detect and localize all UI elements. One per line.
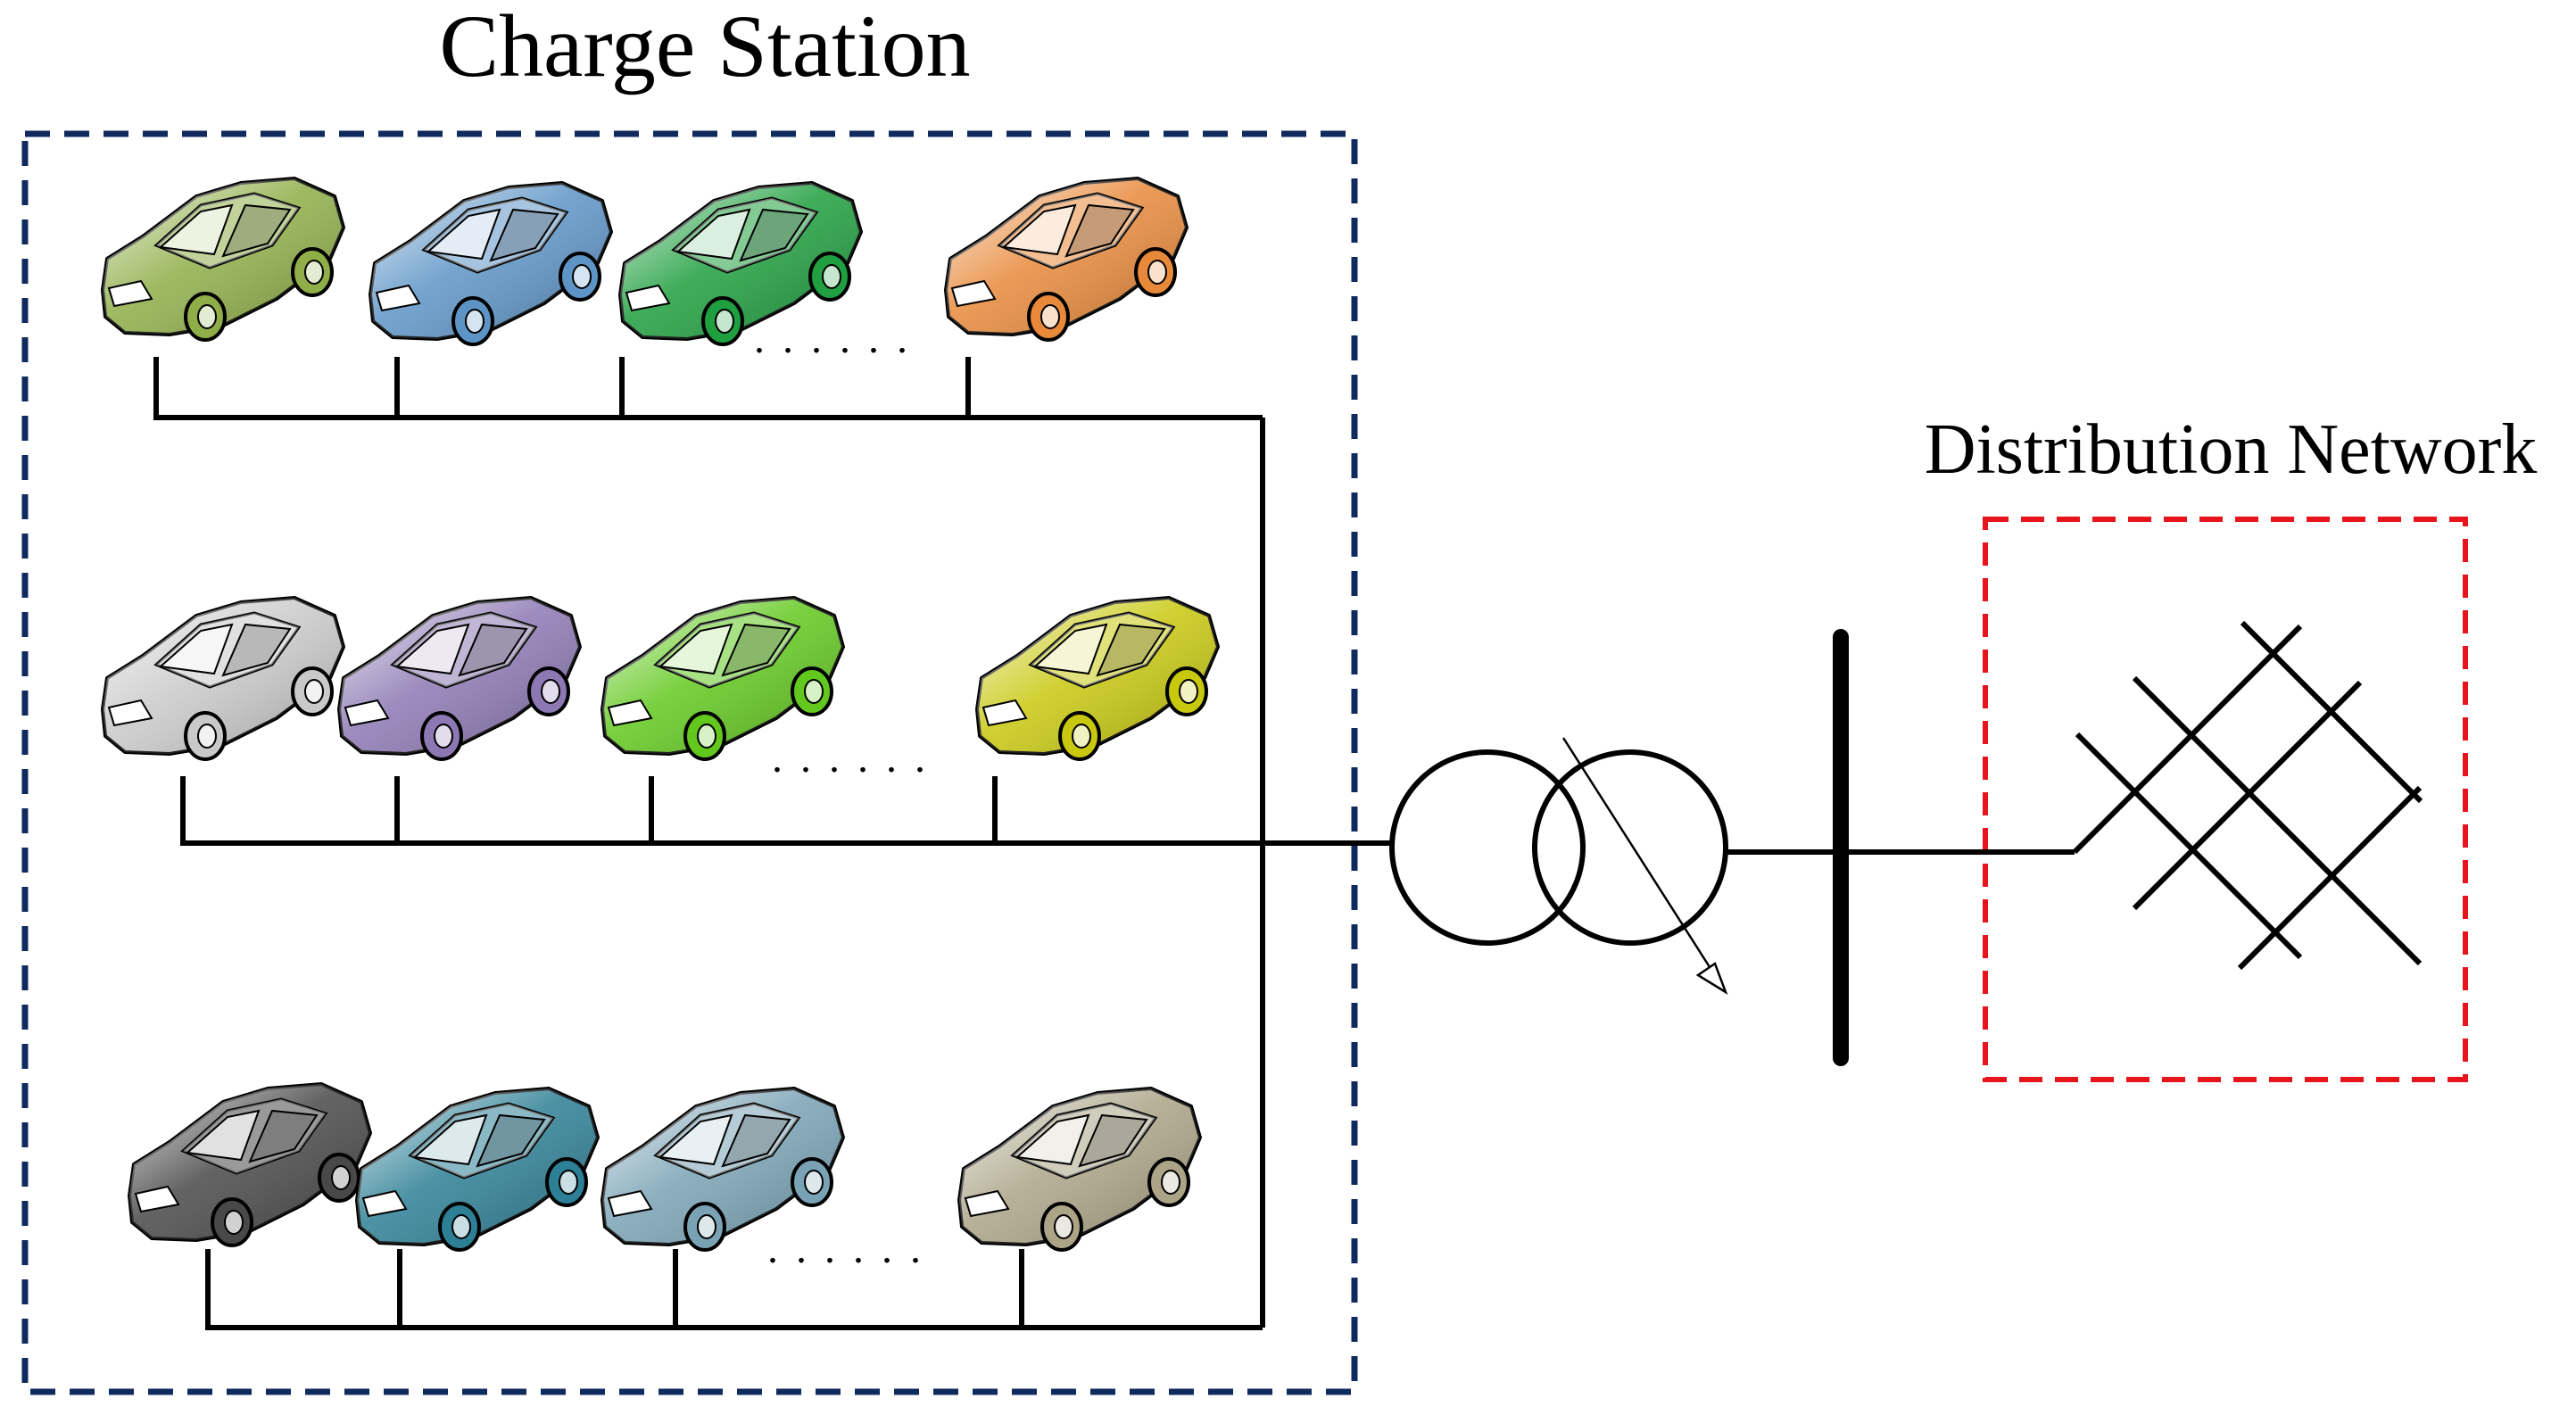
- car-window: [658, 623, 733, 675]
- car-window: [1015, 1113, 1090, 1166]
- car-headlight: [361, 1189, 408, 1218]
- car-window: [721, 623, 791, 677]
- car-window: [1001, 203, 1077, 256]
- car-row-2-2: [337, 596, 582, 761]
- row-1-ellipsis: . . . . . .: [754, 315, 911, 362]
- car-hubcap: [304, 679, 324, 704]
- row-3-ellipsis: . . . . . .: [767, 1225, 924, 1272]
- transformer-primary-winding: [1389, 749, 1586, 946]
- car-hubcap: [559, 1170, 578, 1195]
- car-hubcap: [197, 304, 217, 329]
- car-window: [1078, 1113, 1148, 1168]
- car-hubcap: [697, 1214, 716, 1239]
- tap-changer-arrowhead: [1695, 962, 1728, 995]
- car-row-1-2: [369, 181, 613, 346]
- distribution-network-title: Distribution Network: [1925, 410, 2538, 489]
- car-row-1-3: [618, 181, 863, 346]
- car-window: [458, 623, 528, 677]
- car-headlight: [950, 279, 997, 308]
- car-headlight: [107, 699, 153, 727]
- car-window: [1096, 623, 1166, 677]
- car-headlight: [964, 1189, 1010, 1218]
- car-hubcap: [331, 1165, 351, 1190]
- ev-fleet: [101, 177, 1220, 1252]
- car-hubcap: [1054, 1214, 1073, 1239]
- car-hubcap: [822, 264, 841, 289]
- car-window: [426, 208, 501, 261]
- car-window: [1064, 203, 1135, 258]
- car-hubcap: [804, 1170, 824, 1195]
- car-row-3-4: [957, 1087, 1202, 1252]
- car-window: [158, 623, 234, 675]
- car-hubcap: [197, 724, 217, 749]
- car-headlight: [607, 699, 653, 727]
- car-row-1-1: [101, 177, 345, 342]
- busbar: [1833, 629, 1849, 1066]
- car-row-3-2: [355, 1087, 600, 1252]
- car-window: [248, 1109, 319, 1163]
- car-row-1-4: [944, 177, 1189, 342]
- car-window: [412, 1113, 488, 1166]
- tap-changer-arrow: [1561, 737, 1719, 981]
- car-hubcap: [304, 260, 324, 285]
- car-window: [476, 1113, 546, 1168]
- car-hubcap: [1161, 1170, 1180, 1195]
- car-window: [675, 208, 751, 261]
- car-headlight: [982, 699, 1028, 727]
- car-hubcap: [465, 309, 485, 334]
- distribution-network-mesh: [2072, 620, 2423, 971]
- car-window: [221, 623, 292, 677]
- charge-station-title: Charge Station: [439, 0, 970, 95]
- car-hubcap: [804, 679, 824, 704]
- feeder-row-2: [180, 776, 1392, 846]
- car-headlight: [344, 699, 390, 727]
- car-row-3-1: [128, 1082, 372, 1247]
- car-window: [721, 1113, 791, 1168]
- car-headlight: [625, 284, 671, 312]
- car-window: [221, 203, 292, 258]
- car-hubcap: [715, 309, 734, 334]
- car-window: [158, 203, 234, 256]
- car-headlight: [375, 284, 421, 312]
- transformer-secondary-winding: [1532, 749, 1728, 946]
- car-window: [489, 208, 559, 262]
- car-hubcap: [541, 679, 560, 704]
- car-window: [1032, 623, 1108, 675]
- car-hubcap: [1179, 679, 1198, 704]
- car-hubcap: [572, 264, 592, 289]
- car-hubcap: [697, 724, 716, 749]
- car-window: [185, 1109, 261, 1162]
- car-window: [739, 208, 809, 262]
- car-hubcap: [1072, 724, 1091, 749]
- car-hubcap: [1040, 304, 1060, 329]
- car-window: [658, 1113, 733, 1166]
- car-hubcap: [451, 1214, 471, 1239]
- row-2-ellipsis: . . . . . .: [772, 734, 929, 782]
- car-headlight: [607, 1189, 653, 1218]
- feeder-row-1: [153, 357, 1263, 420]
- feeder-row-3: [205, 1249, 1263, 1330]
- car-row-2-1: [101, 596, 345, 761]
- feeder-lines: [153, 357, 2075, 1330]
- car-headlight: [107, 279, 153, 308]
- distribution-network-boundary: [1983, 517, 2468, 1082]
- car-row-2-4: [975, 596, 1220, 761]
- car-row-3-3: [601, 1087, 845, 1252]
- car-headlight: [134, 1185, 180, 1213]
- car-hubcap: [1147, 260, 1167, 285]
- car-row-2-3: [601, 596, 845, 761]
- car-hubcap: [434, 724, 453, 749]
- car-window: [394, 623, 470, 675]
- car-hubcap: [224, 1210, 244, 1235]
- transformer: [1389, 737, 1728, 995]
